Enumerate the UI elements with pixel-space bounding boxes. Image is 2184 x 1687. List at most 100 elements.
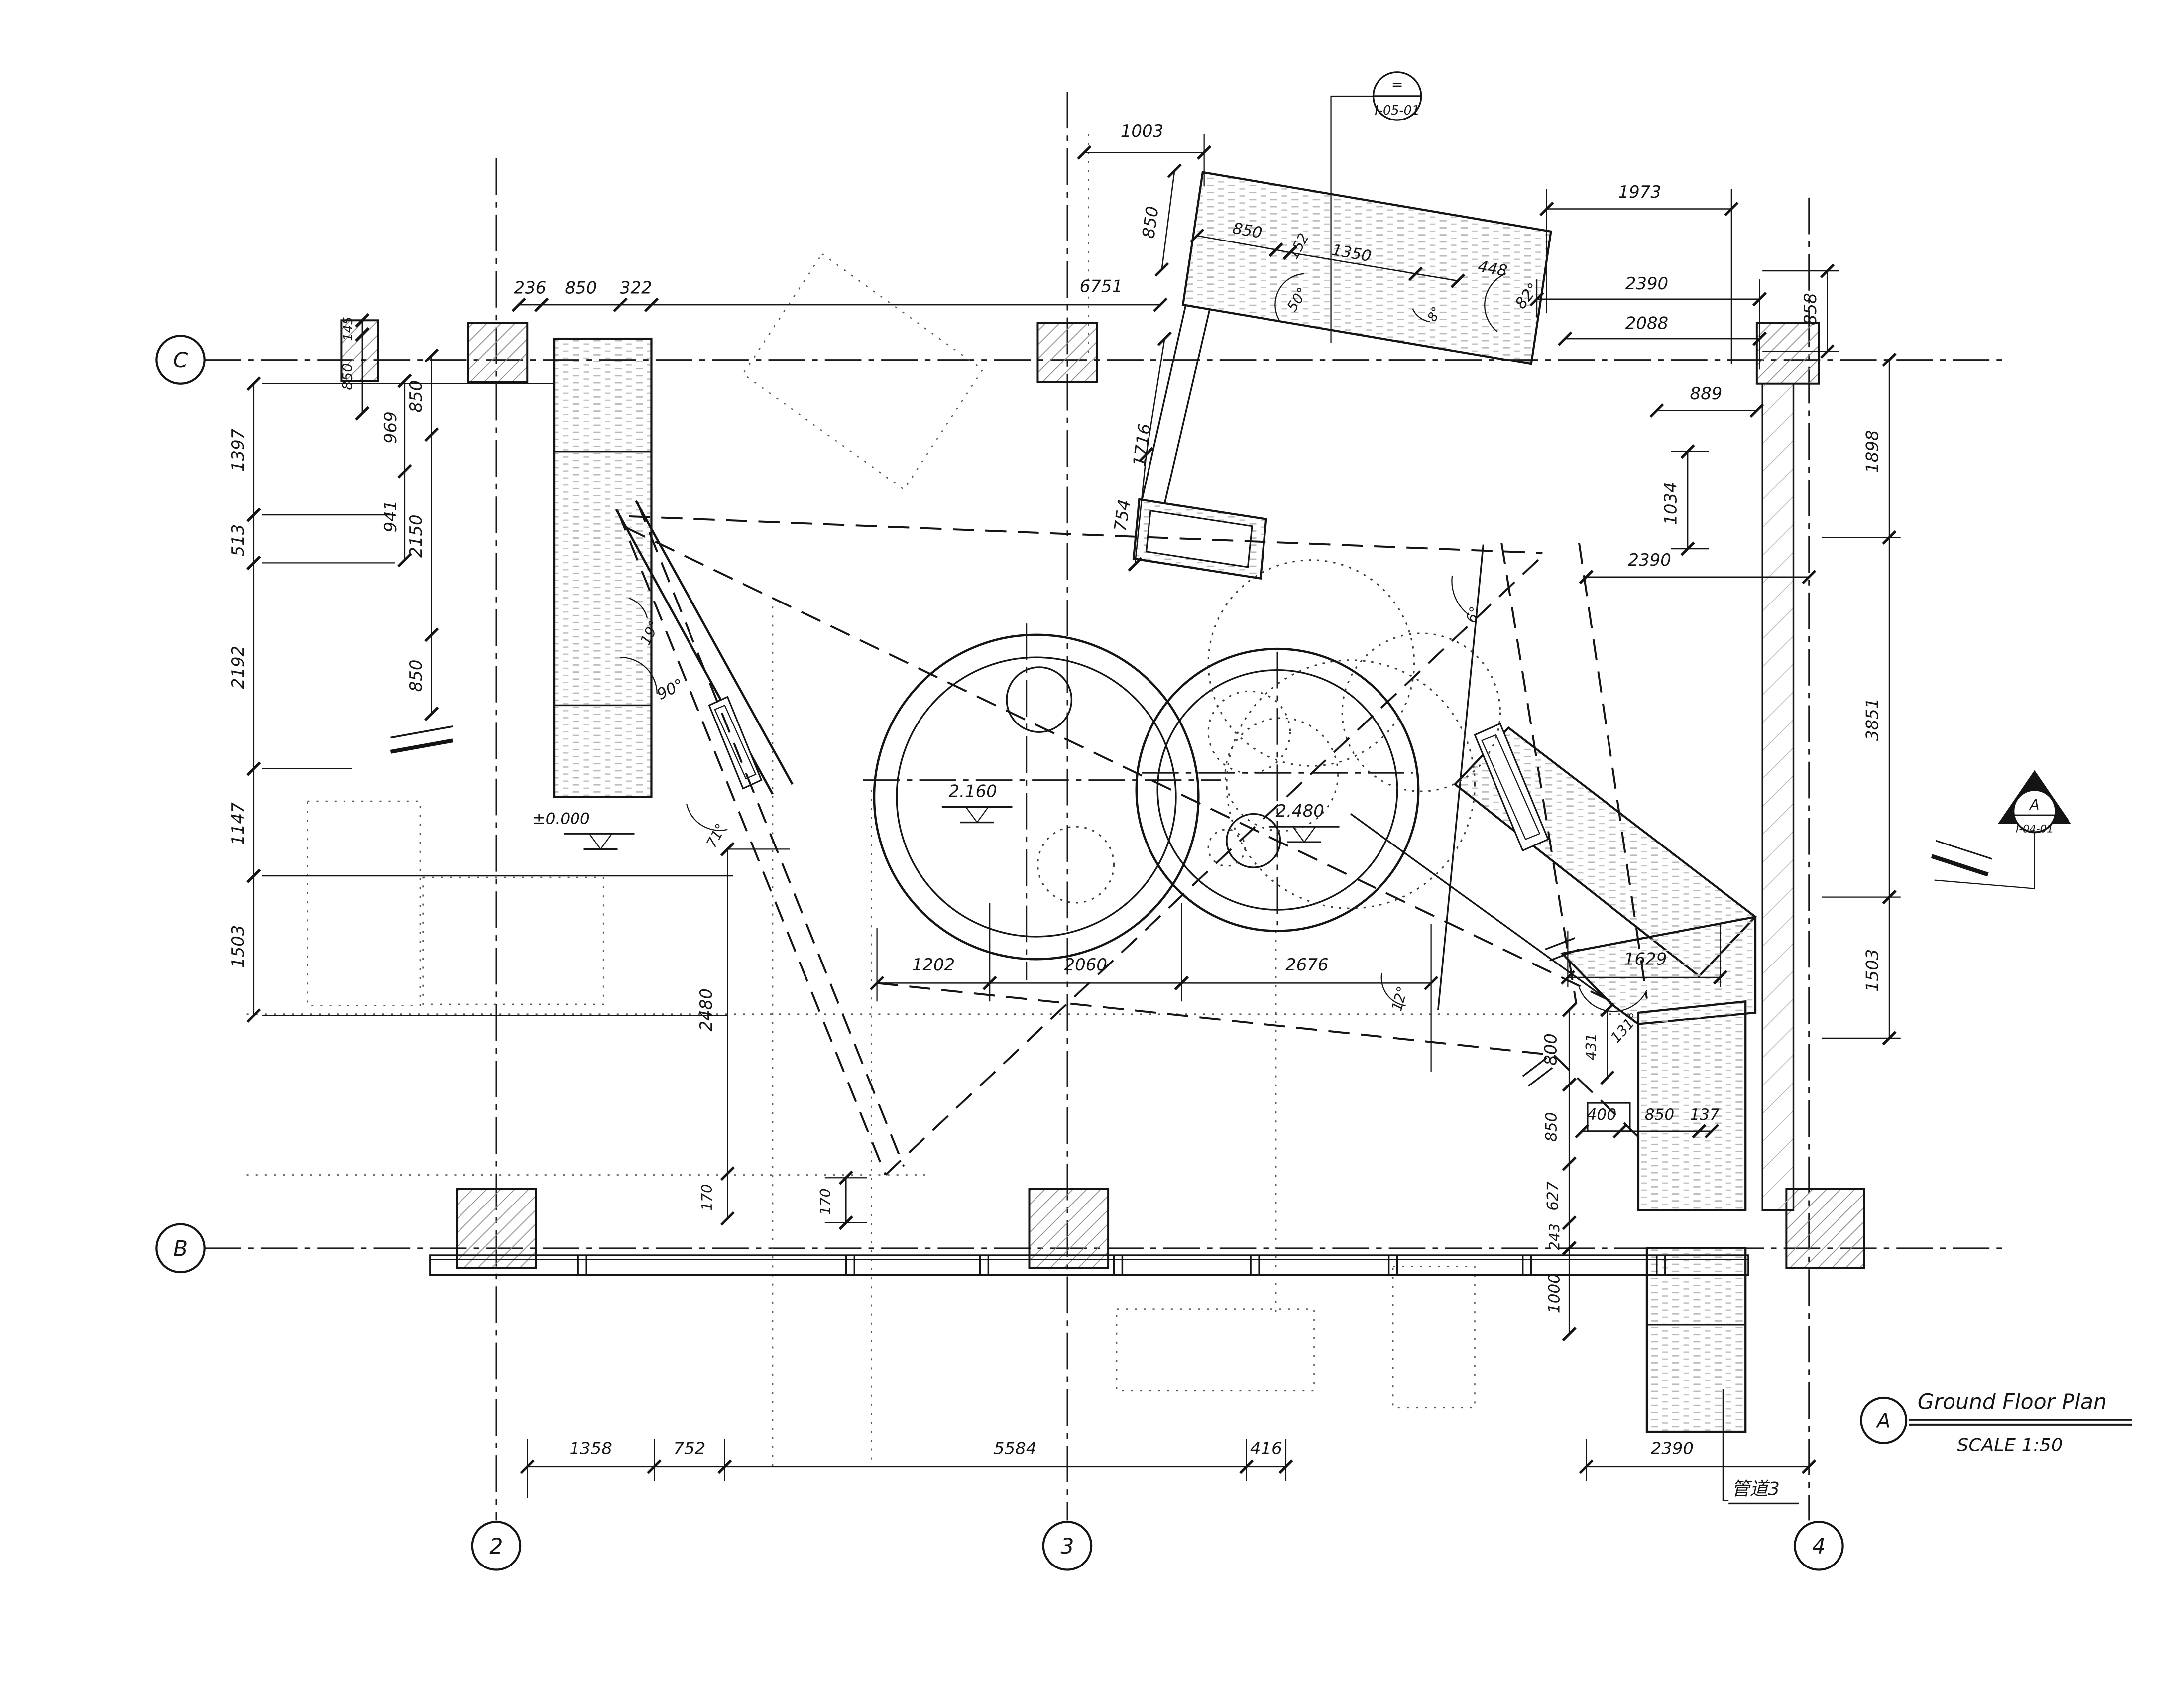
dim-label: 170 [817,1188,834,1215]
dim-label: ±0.000 [533,810,590,828]
dim-label: 1147 [229,802,248,845]
pipe-chase [1645,1247,1747,1433]
dimension-lines [246,145,1897,1474]
drawing-scale: SCALE 1:50 [1957,1435,2063,1456]
tub-right-outer [1135,647,1420,932]
level-symbol-tub-left [941,806,1013,824]
angle-arcs [620,273,1647,1012]
dim-label: 850 [1543,1112,1561,1142]
dim-label: 1003 [1121,121,1163,141]
level-symbol-ground [564,833,635,850]
dim-label: 513 [229,524,248,557]
dim-label: 243 [1546,1223,1563,1250]
construction-lines [246,134,1636,1467]
dim-label: 2192 [229,646,248,689]
dim-label: 1503 [1862,949,1882,992]
column-4C [1755,322,1820,385]
dim-label: 1503 [229,925,248,968]
dim-label: 1034 [1661,482,1681,525]
east-wall [1761,383,1795,1211]
dim-label: 2390 [1628,550,1671,570]
dim-label: 6751 [1080,277,1123,297]
dim-label: 1000 [1545,1274,1563,1313]
dim-label: 850 [1645,1106,1674,1124]
level-symbols [564,806,1340,850]
dim-label: 800 [1541,1033,1561,1066]
dim-label: 941 [381,500,401,533]
detail-marker-top: = I-05-01 [1331,71,1422,121]
break-symbols [390,725,1993,1087]
section-marker-letter: A [2029,797,2039,813]
dim-label: 416 [1250,1439,1282,1458]
dim-label: 1397 [229,428,248,472]
dim-label: 2088 [1625,313,1668,333]
dim-label: 6° [1463,604,1484,625]
dim-label: 2.160 [949,782,997,802]
pipe-label: 管道3 [1731,1478,1780,1499]
title-bubble-letter: A [1875,1410,1890,1433]
dim-label: 2150 [406,514,426,557]
dim-label: 400 [1587,1106,1616,1124]
dim-label: 431 [1583,1033,1600,1060]
dim-label: 71° [703,821,729,850]
tubs [863,559,1501,980]
dim-label: 322 [620,278,652,298]
dim-label: 2.480 [1276,801,1324,821]
dim-label: 850 [340,363,356,390]
dim-label: 90° [654,676,687,704]
dim-label: 2060 [1064,955,1107,975]
column-4B [1785,1188,1865,1269]
title-block: A Ground Floor Plan SCALE 1:50 [1860,1390,2132,1456]
dim-label: 145 [341,317,356,341]
grid-bubble-label: 4 [1812,1535,1826,1559]
west-wall [553,337,653,798]
dim-label: 3851 [1862,698,1882,741]
level-symbol-tub-right [1268,826,1340,844]
dim-label: 170 [699,1184,715,1211]
walls [553,171,1757,1433]
dim-label: 2676 [1285,955,1328,975]
detail-marker-top-code: I-05-01 [1375,103,1420,118]
grid-bubble-2 [471,1521,522,1571]
dim-label: 1202 [912,955,955,975]
pier-left [340,319,379,382]
dim-label: 1629 [1624,950,1667,969]
grid-bubble-label: 3 [1060,1535,1074,1559]
tilted-north-wall [1181,171,1552,365]
section-marker-right: A I-04-01 [1934,770,2071,889]
drawing-title: Ground Floor Plan [1918,1390,2107,1415]
column-2C [467,322,529,383]
dim-label: 137 [1690,1106,1720,1124]
dim-label: 1358 [569,1439,612,1458]
dim-label: 850 [1139,205,1163,240]
detail-marker-top-symbol: = [1391,76,1403,93]
dim-label: 1973 [1618,182,1661,202]
dim-label: 2390 [1651,1439,1694,1458]
dim-label: 5584 [994,1439,1036,1458]
grid-bubble-label: C [173,349,188,373]
dim-label: 754 [1111,498,1135,533]
dim-label: 889 [1690,384,1722,404]
dim-label: 2390 [1625,274,1668,294]
dim-label: 858 [1801,293,1821,325]
dim-label: 850 [565,278,597,298]
grid-bubble-label: B [173,1237,188,1261]
column-3C [1036,322,1098,383]
dim-label: 2480 [696,988,716,1031]
projection-lines [616,501,1648,1176]
tub-left-inner [896,656,1177,938]
west-window [708,696,763,790]
floor-beam [429,1254,1749,1276]
grid-bubble-B [155,1223,206,1274]
dim-label: 12° [1388,984,1411,1013]
grid-bubble-4 [1794,1521,1844,1571]
dim-label: 969 [381,411,401,444]
grid-bubble-3 [1042,1521,1093,1571]
grid-bubble-C [155,335,206,385]
dim-label: 752 [673,1439,705,1458]
dim-label: 850 [406,380,426,413]
extension-lines [262,96,1901,1498]
